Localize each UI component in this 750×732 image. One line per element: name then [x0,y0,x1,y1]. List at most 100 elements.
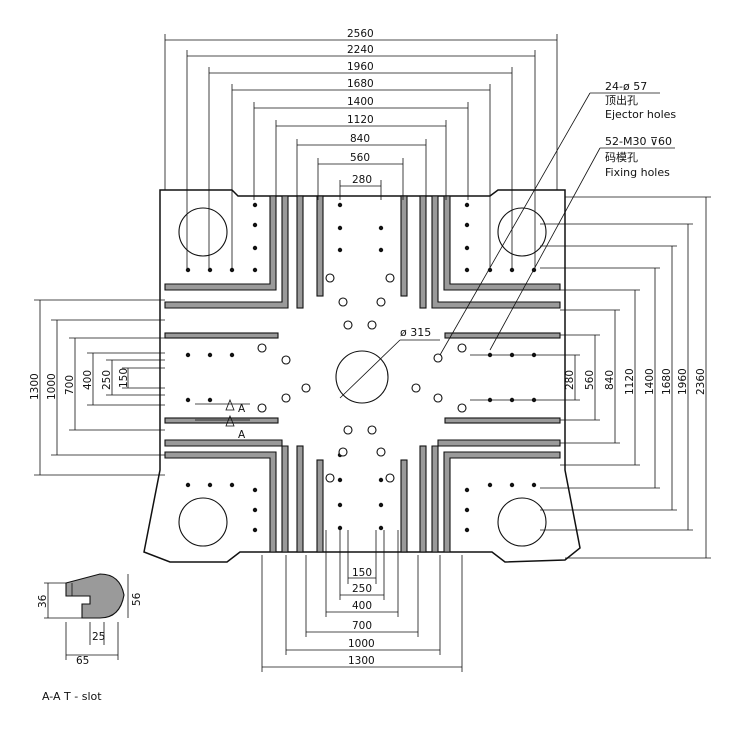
tie-bar-hole-top-right [497,207,547,257]
ejector-hole [376,447,386,457]
ejector-hole [325,473,335,483]
ejector-hole [343,425,353,435]
svg-text:65: 65 [76,655,89,667]
fixing-hole [252,267,258,273]
svg-text:840: 840 [604,370,616,390]
fixing-hole [378,225,384,231]
fixing-hole [207,397,213,403]
tie-bar-hole-bottom-left [178,497,228,547]
svg-text:1400: 1400 [644,368,656,395]
svg-text:700: 700 [352,620,372,632]
fixing-hole [252,245,258,251]
svg-text:280: 280 [352,174,372,186]
ejector-hole [338,447,348,457]
fixing-holes [185,202,537,533]
ejector-hole [457,403,467,413]
fixing-hole [337,202,343,208]
svg-text:顶出孔: 顶出孔 [605,93,638,107]
fixing-hole [185,397,191,403]
svg-text:25: 25 [92,631,105,643]
svg-text:2360: 2360 [695,368,707,395]
fixing-hole [378,477,384,483]
svg-text:2560: 2560 [347,28,374,40]
fixing-hole [337,525,343,531]
svg-text:400: 400 [82,370,94,390]
fixing-hole [464,222,470,228]
svg-text:1000: 1000 [348,638,375,650]
svg-text:Ejector holes: Ejector holes [605,108,676,121]
ejector-hole [457,343,467,353]
ejector-hole [433,353,443,363]
ejector-hole [301,383,311,393]
svg-text:A: A [238,429,246,441]
svg-text:1120: 1120 [347,114,374,126]
svg-text:560: 560 [584,370,596,390]
svg-text:24-ø 57: 24-ø 57 [605,80,647,93]
ejector-hole [385,473,395,483]
fixing-hole [185,352,191,358]
fixing-hole [464,507,470,513]
fixing-hole [252,487,258,493]
svg-text:52-M30 ⊽60: 52-M30 ⊽60 [605,135,672,148]
t-slots [164,195,561,553]
ejector-hole [257,403,267,413]
fixing-hole [229,352,235,358]
right-dimensions: 280 560 840 1120 1400 1680 1960 2360 [470,196,711,559]
svg-text:码模孔: 码模孔 [605,151,638,164]
fixing-hole [464,245,470,251]
fixing-hole [487,482,493,488]
fixing-hole [207,267,213,273]
svg-text:400: 400 [352,600,372,612]
fixing-hole [464,202,470,208]
fixing-hole [337,502,343,508]
svg-text:150: 150 [352,567,372,579]
fixing-hole [207,352,213,358]
ejector-hole [281,355,291,365]
svg-text:700: 700 [64,375,76,395]
svg-text:250: 250 [352,583,372,595]
fixing-callout: 52-M30 ⊽60 码模孔 Fixing holes [489,135,675,351]
ejector-hole [433,393,443,403]
svg-text:1300: 1300 [29,373,41,400]
bottom-dimensions: 150 250 400 700 1000 1300 [261,530,463,672]
ejector-hole [338,297,348,307]
svg-text:1300: 1300 [348,655,375,667]
svg-text:36: 36 [37,594,49,608]
svg-text:150: 150 [118,368,130,388]
svg-text:2240: 2240 [347,44,374,56]
svg-text:Fixing holes: Fixing holes [605,166,670,179]
tie-bar-hole-top-left [178,207,228,257]
fixing-hole [464,267,470,273]
section-caption: A-A T - slot [42,690,102,703]
fixing-hole [337,225,343,231]
fixing-hole [337,247,343,253]
svg-text:1000: 1000 [46,373,58,400]
svg-text:1960: 1960 [677,368,689,395]
fixing-hole [229,482,235,488]
svg-text:280: 280 [564,370,576,390]
left-dimensions: 1300 1000 700 400 250 150 [29,299,165,476]
ejector-hole [367,320,377,330]
fixing-hole [337,477,343,483]
ejector-hole [281,393,291,403]
ejector-holes [257,273,467,483]
ejector-hole [376,297,386,307]
fixing-hole [378,525,384,531]
fixing-hole [531,482,537,488]
svg-text:1680: 1680 [661,368,673,395]
tie-bar-hole-bottom-right [497,497,547,547]
fixing-hole [185,482,191,488]
svg-text:56: 56 [131,592,143,606]
fixing-hole [252,202,258,208]
svg-text:A: A [238,403,246,415]
svg-text:840: 840 [350,133,370,145]
fixing-hole [185,267,191,273]
svg-text:250: 250 [101,370,113,390]
ejector-hole [385,273,395,283]
svg-text:1960: 1960 [347,61,374,73]
fixing-hole [252,222,258,228]
ejector-hole [343,320,353,330]
section-markers: A A [195,398,250,441]
fixing-hole [378,247,384,253]
